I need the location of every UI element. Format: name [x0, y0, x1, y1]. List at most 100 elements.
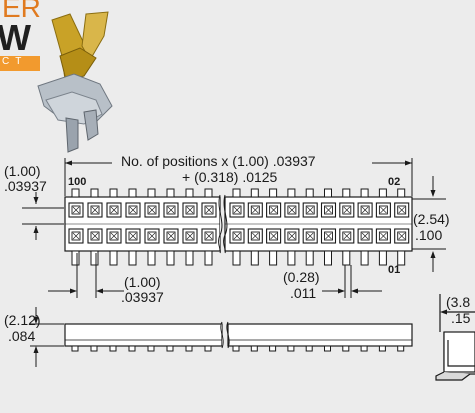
pin-width-in: .011 [290, 285, 316, 301]
bottom-pin [360, 250, 369, 266]
contact-inner [232, 205, 242, 215]
contact-diag [398, 206, 405, 214]
contact-diag [380, 206, 387, 214]
pin-width-mm: (0.28) [283, 269, 320, 285]
contact-diag [343, 206, 351, 214]
pitch-bottom-dimension [48, 253, 124, 298]
contact-diag [306, 232, 314, 240]
front-pin [90, 345, 98, 352]
contact-diag [233, 232, 241, 240]
bottom-pin [287, 250, 296, 266]
logo-bar [0, 56, 40, 71]
contact-inner [397, 205, 407, 215]
bottom-pin [71, 250, 80, 266]
front-pin [324, 345, 331, 352]
contact-diag [91, 206, 99, 214]
contact-diag [233, 206, 241, 214]
top-tooth [232, 188, 241, 198]
bottom-pin [128, 250, 137, 266]
bottom-pin [232, 250, 241, 266]
top-tooth [128, 188, 137, 198]
contact-inner [378, 231, 388, 241]
contact-inner [204, 231, 214, 241]
contact-inner [232, 231, 242, 241]
contact-inner [185, 205, 195, 215]
contact-diag [186, 232, 194, 240]
contact-inner [147, 205, 157, 215]
front-pin [147, 345, 155, 352]
contact-diag [288, 206, 296, 214]
position-formula-line2: + (0.318) .0125 [182, 169, 278, 185]
contact-diag [306, 206, 314, 214]
top-tooth [342, 188, 351, 198]
contact-inner [269, 205, 279, 215]
front-pin [287, 345, 295, 352]
front-pin [204, 345, 212, 352]
contact-diag [167, 206, 175, 214]
contact-inner [397, 231, 407, 241]
logo-text-line1: ER [2, 0, 41, 23]
contact-inner [287, 205, 297, 215]
contact-diag [343, 232, 351, 240]
row-pitch-in: .100 [415, 227, 442, 243]
contact-inner [378, 205, 388, 215]
dimension-labels: (1.00) .03937 No. of positions x (1.00) … [4, 153, 471, 344]
contact-inner [90, 205, 100, 215]
contact-inner [204, 205, 214, 215]
top-tooth [109, 188, 118, 198]
contact-inner [90, 231, 100, 241]
pitch-bottom-mm: (1.00) [124, 274, 161, 290]
bottom-pin [250, 250, 259, 266]
row-pitch-mm: (2.54) [413, 211, 450, 227]
position-01-label: 01 [388, 264, 400, 276]
contact-inner [185, 231, 195, 241]
top-tooth [360, 188, 369, 198]
top-tooth [305, 188, 314, 198]
front-pin [342, 345, 350, 352]
pin-width-dimension [322, 265, 382, 298]
contact-diag [110, 232, 118, 240]
position-100-label: 100 [68, 176, 86, 188]
contact-inner [128, 231, 138, 241]
contact-inner [166, 231, 176, 241]
pitch-top-mm: (1.00) [4, 163, 41, 179]
front-view-pins [71, 345, 405, 352]
contact-diag [270, 206, 277, 214]
contact-diag [148, 206, 156, 214]
brand-logo: ER W CT [0, 0, 41, 82]
bottom-pin [342, 250, 351, 266]
front-pin [128, 345, 136, 352]
contact-inner [71, 231, 81, 241]
side-width-in: .15 [451, 310, 471, 326]
contact-inner [250, 231, 260, 241]
contact-diag [325, 232, 332, 240]
top-view-contacts [68, 188, 410, 266]
top-tooth [250, 188, 259, 198]
top-tooth [166, 188, 175, 198]
top-tooth [185, 188, 194, 198]
contact-inner [166, 205, 176, 215]
top-tooth [324, 188, 332, 198]
contact-inner [269, 231, 279, 241]
contact-inner [305, 205, 315, 215]
height-dimension [30, 307, 64, 367]
contact-inner [324, 205, 333, 215]
contact-diag [270, 232, 277, 240]
contact-diag [288, 232, 296, 240]
contact-inner [360, 205, 370, 215]
position-formula-line1: No. of positions x (1.00) .03937 [121, 153, 316, 169]
logo-text-line2: W [0, 17, 31, 58]
top-tooth [287, 188, 296, 198]
connector-contact-pin-icon [37, 11, 113, 153]
side-width-mm: (3.8 [446, 294, 470, 310]
contact-inner [109, 205, 119, 215]
contact-diag [72, 232, 80, 240]
bottom-pin [305, 250, 314, 266]
bottom-pin [397, 250, 406, 266]
contact-diag [361, 232, 369, 240]
bottom-pin [109, 250, 118, 266]
front-pin [269, 345, 277, 352]
contact-diag [325, 206, 332, 214]
connector-side-view [435, 294, 475, 381]
bottom-pin [378, 250, 387, 266]
